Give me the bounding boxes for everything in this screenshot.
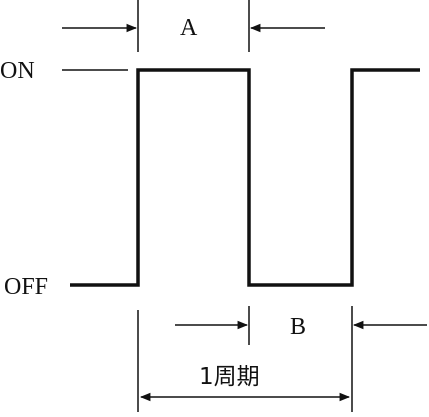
a-label: A (180, 15, 198, 41)
b-label: B (290, 314, 306, 340)
period-label: 1周期 (199, 364, 260, 390)
off-level-label: OFF (4, 274, 48, 300)
pulse-waveform (70, 68, 420, 287)
on-level-label: ON (0, 58, 35, 84)
